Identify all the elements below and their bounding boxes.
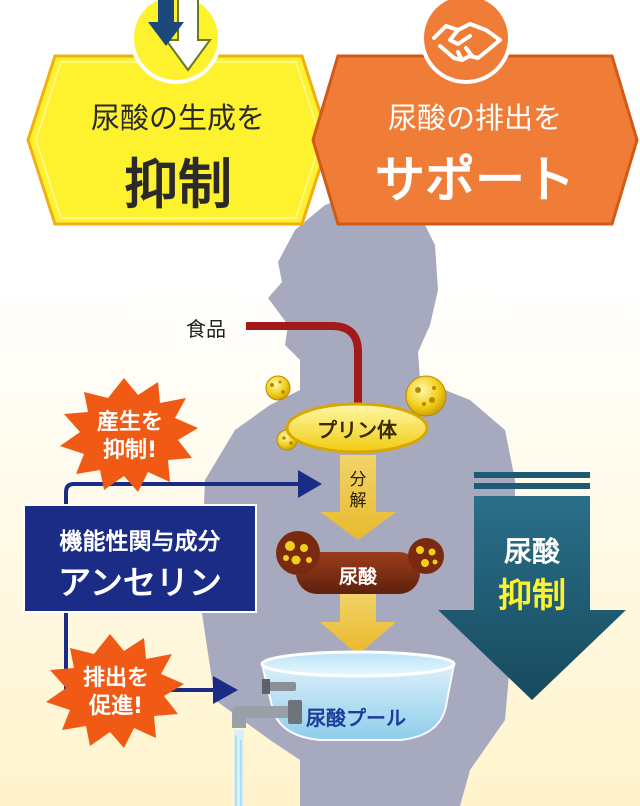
- suppress-badge-shape: [26, 54, 331, 226]
- uric-acid-label: 尿酸: [338, 566, 377, 588]
- ingredient-line1: 機能性関与成分: [59, 529, 221, 555]
- decompose-label: 分解: [349, 470, 367, 511]
- uric-acid-shape: [296, 552, 420, 594]
- down-arrow-icon: [148, 0, 212, 72]
- result-line1: 尿酸: [503, 535, 560, 568]
- production-burst-line1: 産生を: [96, 410, 163, 435]
- handshake-icon: [432, 22, 502, 62]
- excretion-burst-shape: [46, 634, 184, 748]
- water-stream: [234, 730, 244, 806]
- food-label: 食品: [186, 317, 226, 341]
- food-path-line: [246, 322, 362, 408]
- ingredient-line2: アンセリン: [58, 563, 222, 602]
- pool-arrow: [320, 590, 396, 655]
- excretion-burst-line2: 促進!: [88, 694, 144, 719]
- purine-label: プリン体: [317, 418, 397, 442]
- purine-particles: [265, 375, 447, 451]
- support-badge-line2: サポート: [375, 150, 575, 209]
- suppress-badge-line1: 尿酸の生成を: [90, 101, 265, 135]
- support-badge-shape: [311, 54, 639, 226]
- decompose-arrow: [320, 455, 396, 540]
- suppress-badge-line2: 抑制: [124, 152, 232, 216]
- purine-shape: [285, 402, 429, 454]
- excretion-burst-line1: 排出を: [82, 666, 149, 691]
- uric-acid-pool-bowl: [260, 650, 456, 741]
- result-line2: 抑制: [498, 576, 566, 616]
- suppression-big-arrow: [438, 472, 626, 700]
- production-burst-line2: 抑制!: [102, 438, 158, 463]
- flow-arrowhead-upper: [298, 470, 322, 498]
- production-burst-shape: [60, 378, 198, 492]
- flow-arrowhead-lower: [213, 676, 238, 704]
- ingredient-box: [23, 504, 257, 613]
- pool-label: 尿酸プール: [306, 706, 406, 730]
- faucet-icon: [232, 679, 302, 728]
- support-badge-line1: 尿酸の排出を: [387, 101, 562, 135]
- uric-acid-particles: [276, 531, 444, 575]
